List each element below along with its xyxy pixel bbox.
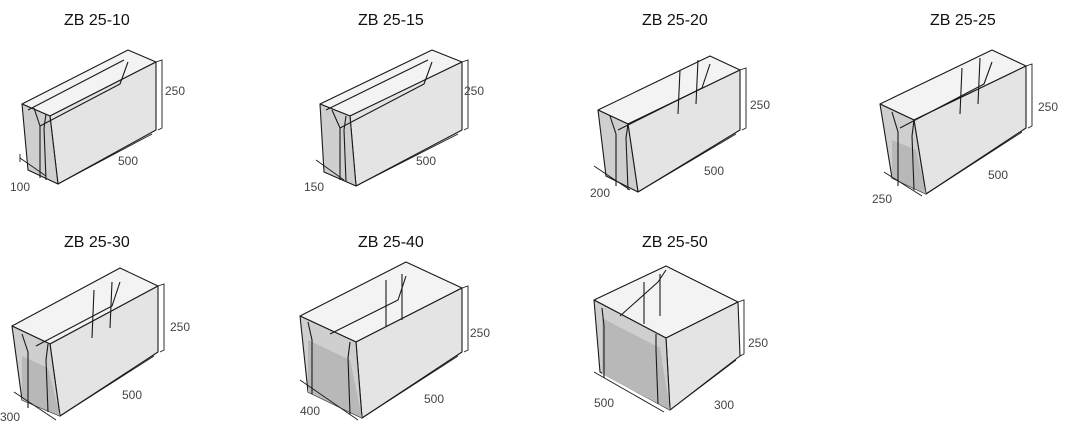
block-drawing [593, 265, 745, 413]
block-drawing [11, 267, 165, 421]
block-drawing [19, 49, 163, 185]
block-title: ZB 25-50 [642, 234, 708, 251]
width-dimension: 300 [0, 410, 21, 424]
block-title: ZB 25-40 [358, 234, 424, 251]
block-drawing [315, 49, 469, 187]
width-dimension: 500 [594, 396, 615, 410]
height-dimension: 250 [750, 98, 771, 112]
block-zb-25-50: ZB 25-50 250 300 500 [580, 222, 846, 424]
length-dimension: 500 [118, 154, 139, 168]
length-dimension: 500 [424, 392, 445, 406]
block-title: ZB 25-15 [358, 12, 424, 29]
height-dimension: 250 [1038, 100, 1059, 114]
length-dimension: 500 [704, 164, 725, 178]
block-title: ZB 25-30 [64, 234, 130, 251]
block-zb-25-25: ZB 25-25 250 500 250 [856, 0, 1066, 212]
length-dimension: 500 [988, 168, 1009, 182]
height-dimension: 250 [165, 84, 186, 98]
width-dimension: 100 [10, 180, 31, 194]
width-dimension: 250 [872, 192, 893, 206]
block-drawing [593, 55, 747, 193]
block-zb-25-15: ZB 25-15 250 500 150 [290, 0, 556, 212]
block-drawing [879, 49, 1033, 197]
height-dimension: 250 [464, 84, 485, 98]
height-dimension: 250 [748, 336, 769, 350]
height-dimension: 250 [470, 326, 491, 340]
width-dimension: 200 [590, 186, 611, 200]
block-title: ZB 25-20 [642, 12, 708, 29]
length-dimension: 500 [416, 154, 437, 168]
length-dimension: 300 [714, 398, 735, 412]
block-title: ZB 25-10 [64, 12, 130, 29]
block-zb-25-40: ZB 25-40 250 500 400 [290, 222, 556, 424]
block-zb-25-30: ZB 25-30 250 500 300 [0, 222, 266, 424]
block-drawing [299, 261, 469, 421]
width-dimension: 400 [300, 404, 321, 418]
height-dimension: 250 [170, 320, 191, 334]
block-zb-25-10: ZB 25-10 250 500 100 [0, 0, 266, 212]
width-dimension: 150 [304, 180, 325, 194]
block-zb-25-20: ZB 25-20 250 500 200 [580, 0, 846, 212]
length-dimension: 500 [122, 388, 143, 402]
block-title: ZB 25-25 [930, 12, 996, 29]
